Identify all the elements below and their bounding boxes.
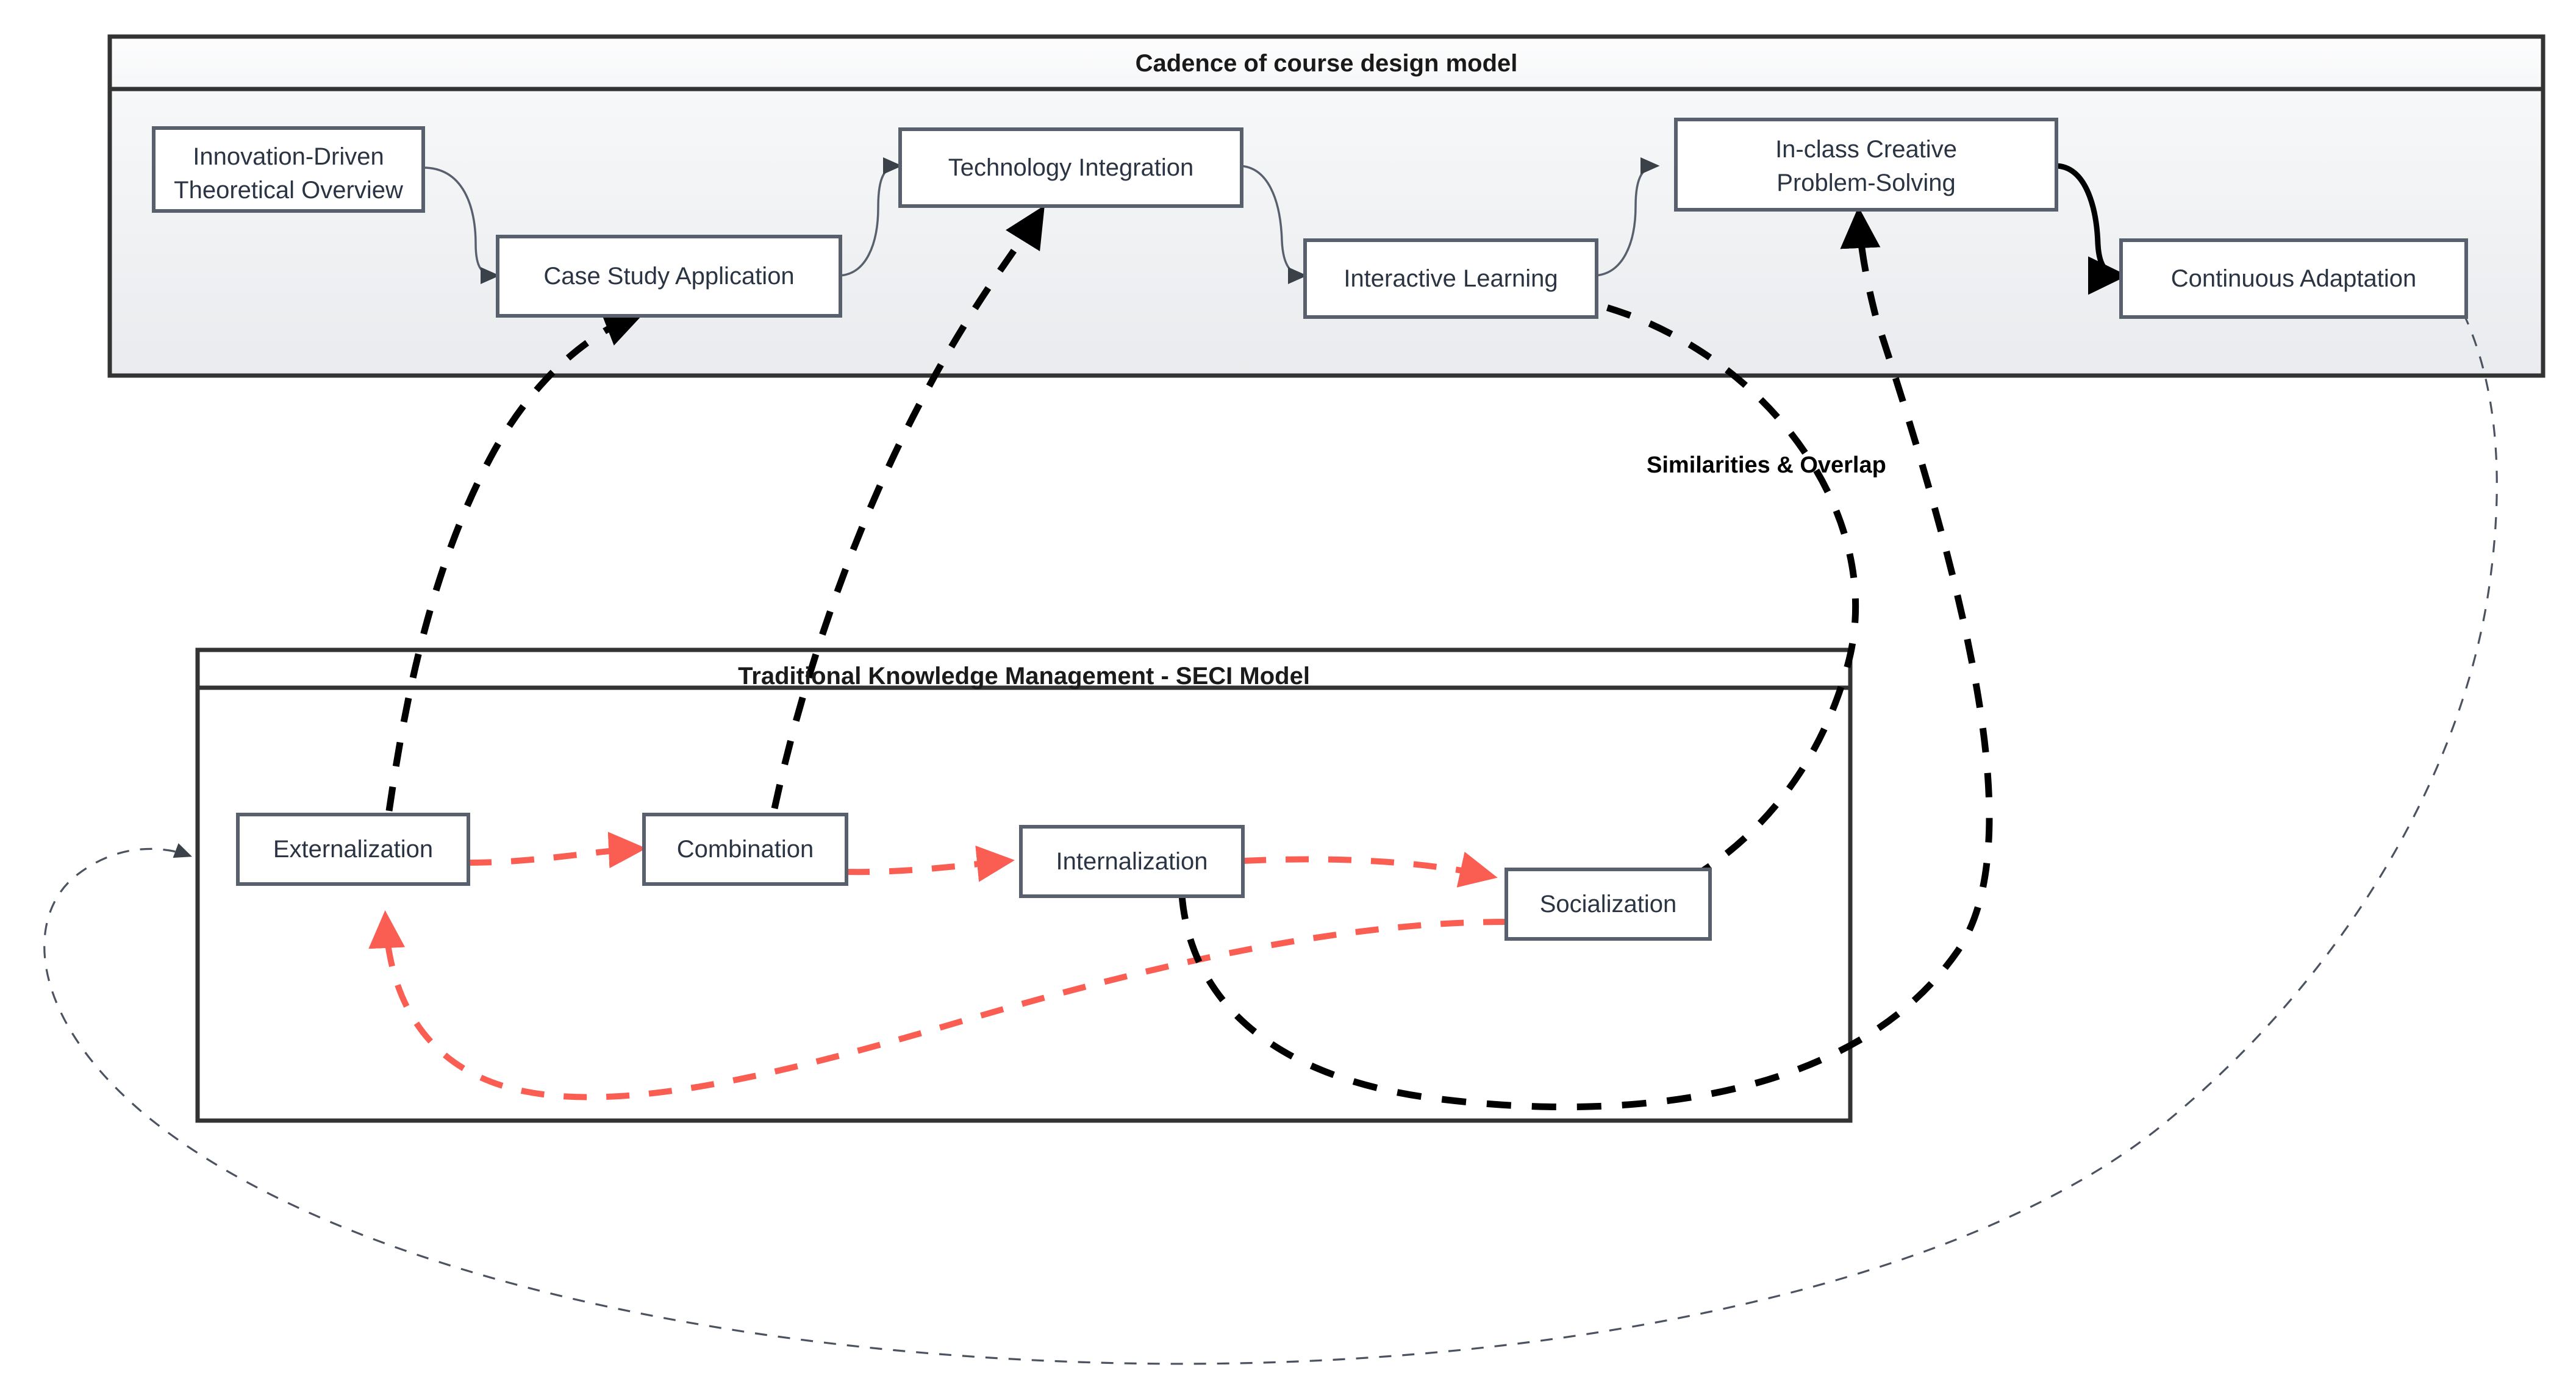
- edge-technology-to-interactive: [1237, 165, 1308, 284]
- edge-internalization-to-inclass: [1178, 206, 1993, 1111]
- node-label-internalization: Internalization: [1056, 848, 1208, 875]
- node-label-technology: Technology Integration: [948, 154, 1194, 181]
- edge-externalization-to-combination: [468, 832, 646, 869]
- node-box-combination[interactable]: [642, 813, 848, 886]
- edge-socialization-to-externalization: [368, 910, 1507, 1100]
- node-label-continuous: Continuous Adaptation: [2171, 265, 2417, 292]
- node-box-externalization[interactable]: [236, 813, 470, 886]
- edge-combination-to-internalization: [846, 845, 1015, 882]
- edge-combination-to-technology: [771, 205, 1045, 810]
- node-label-in-class-line1: In-class Creative: [1775, 136, 1957, 163]
- node-label-case-study: Case Study Application: [543, 263, 794, 290]
- edge-innovation-to-case-study: [423, 166, 500, 284]
- node-box-socialization[interactable]: [1504, 868, 1712, 941]
- node-label-in-class-line2: Problem-Solving: [1776, 169, 1955, 196]
- node-box-technology[interactable]: [898, 127, 1243, 208]
- node-box-in-class[interactable]: [1674, 118, 2058, 212]
- edge-inclass-to-continuous: [2055, 163, 2128, 295]
- container-title-seci: Traditional Knowledge Management - SECI …: [738, 663, 1310, 690]
- node-label-externalization: Externalization: [273, 836, 433, 863]
- edge-interactive-to-inclass: [1592, 157, 1660, 277]
- node-box-interactive[interactable]: [1303, 238, 1598, 319]
- node-label-innovation-line2: Theoretical Overview: [174, 177, 403, 204]
- container-cadence: [107, 34, 2546, 378]
- edge-internalization-to-socialization: [1242, 851, 1498, 888]
- node-box-continuous[interactable]: [2119, 238, 2468, 319]
- node-label-combination: Combination: [677, 836, 814, 863]
- node-box-innovation[interactable]: [152, 126, 425, 213]
- node-box-internalization[interactable]: [1019, 825, 1245, 898]
- container-title-cadence: Cadence of course design model: [1136, 50, 1518, 77]
- node-label-interactive: Interactive Learning: [1343, 265, 1558, 292]
- node-box-case-study[interactable]: [496, 235, 842, 318]
- edge-case-study-to-technology: [837, 157, 903, 277]
- node-label-innovation-line1: Innovation-Driven: [193, 143, 384, 170]
- edge-continuous-to-seci: [43, 292, 2498, 1365]
- edge-label-similarities-overlap: Similarities & Overlap: [1647, 452, 1886, 478]
- node-label-socialization: Socialization: [1540, 891, 1677, 918]
